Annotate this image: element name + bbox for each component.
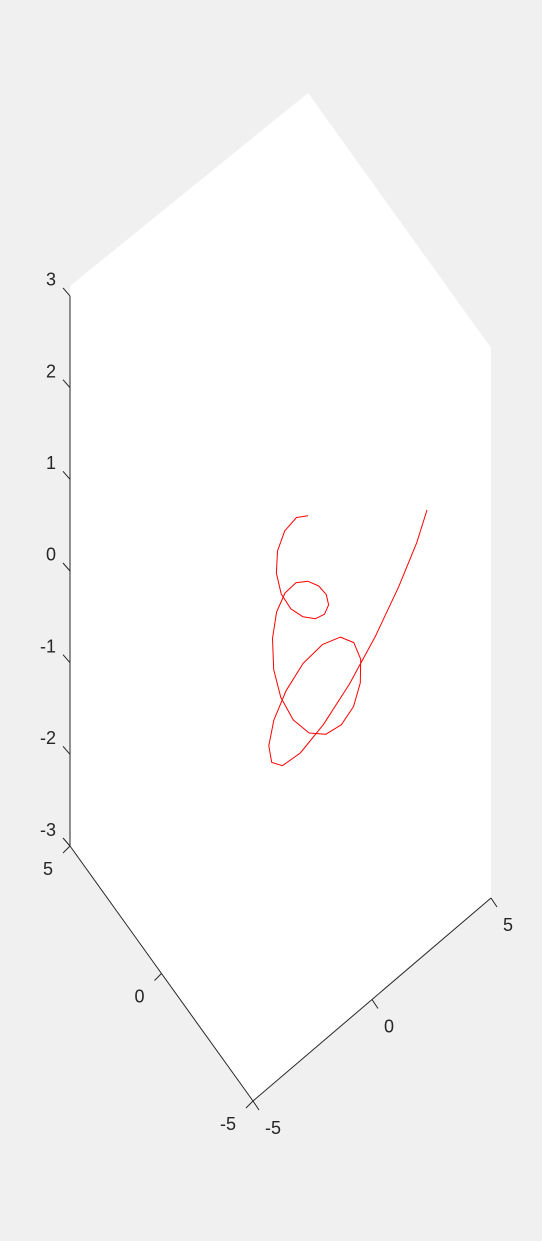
z-tick-label: 1 xyxy=(46,453,56,473)
z-tick-label: -3 xyxy=(40,820,56,840)
x-tick xyxy=(371,999,379,1009)
y-tick-label: 0 xyxy=(134,986,144,1006)
z-tick-label: 0 xyxy=(46,545,56,565)
y-tick xyxy=(154,973,162,981)
y-tick-label: -5 xyxy=(220,1114,236,1134)
z-tick xyxy=(62,562,71,572)
z-tick xyxy=(62,746,71,755)
z-tick xyxy=(62,837,71,847)
y-tick-label: 5 xyxy=(43,859,53,879)
z-tick xyxy=(62,470,71,480)
x-tick-label: 0 xyxy=(384,1016,394,1036)
z-tick xyxy=(62,379,71,388)
tick-labels: -3 -2 -1 0 1 2 3 -5 0 5 -5 0 5 xyxy=(40,270,513,1138)
z-tick xyxy=(62,287,71,297)
x-tick xyxy=(252,1100,260,1111)
axes-background xyxy=(70,93,491,1101)
z-tick-label: 2 xyxy=(46,361,56,381)
z-tick-label: -2 xyxy=(40,728,56,748)
y-tick xyxy=(245,1100,254,1109)
axis-ticks xyxy=(62,287,498,1111)
x-tick-label: 5 xyxy=(503,915,513,935)
series-line xyxy=(268,509,428,767)
x-tick xyxy=(490,897,498,908)
x-tick-label: -5 xyxy=(265,1118,281,1138)
z-tick-label: -1 xyxy=(40,636,56,656)
series-group xyxy=(268,509,428,767)
z-tick-label: 3 xyxy=(46,270,56,290)
y-tick xyxy=(62,845,71,854)
z-tick xyxy=(62,654,71,663)
